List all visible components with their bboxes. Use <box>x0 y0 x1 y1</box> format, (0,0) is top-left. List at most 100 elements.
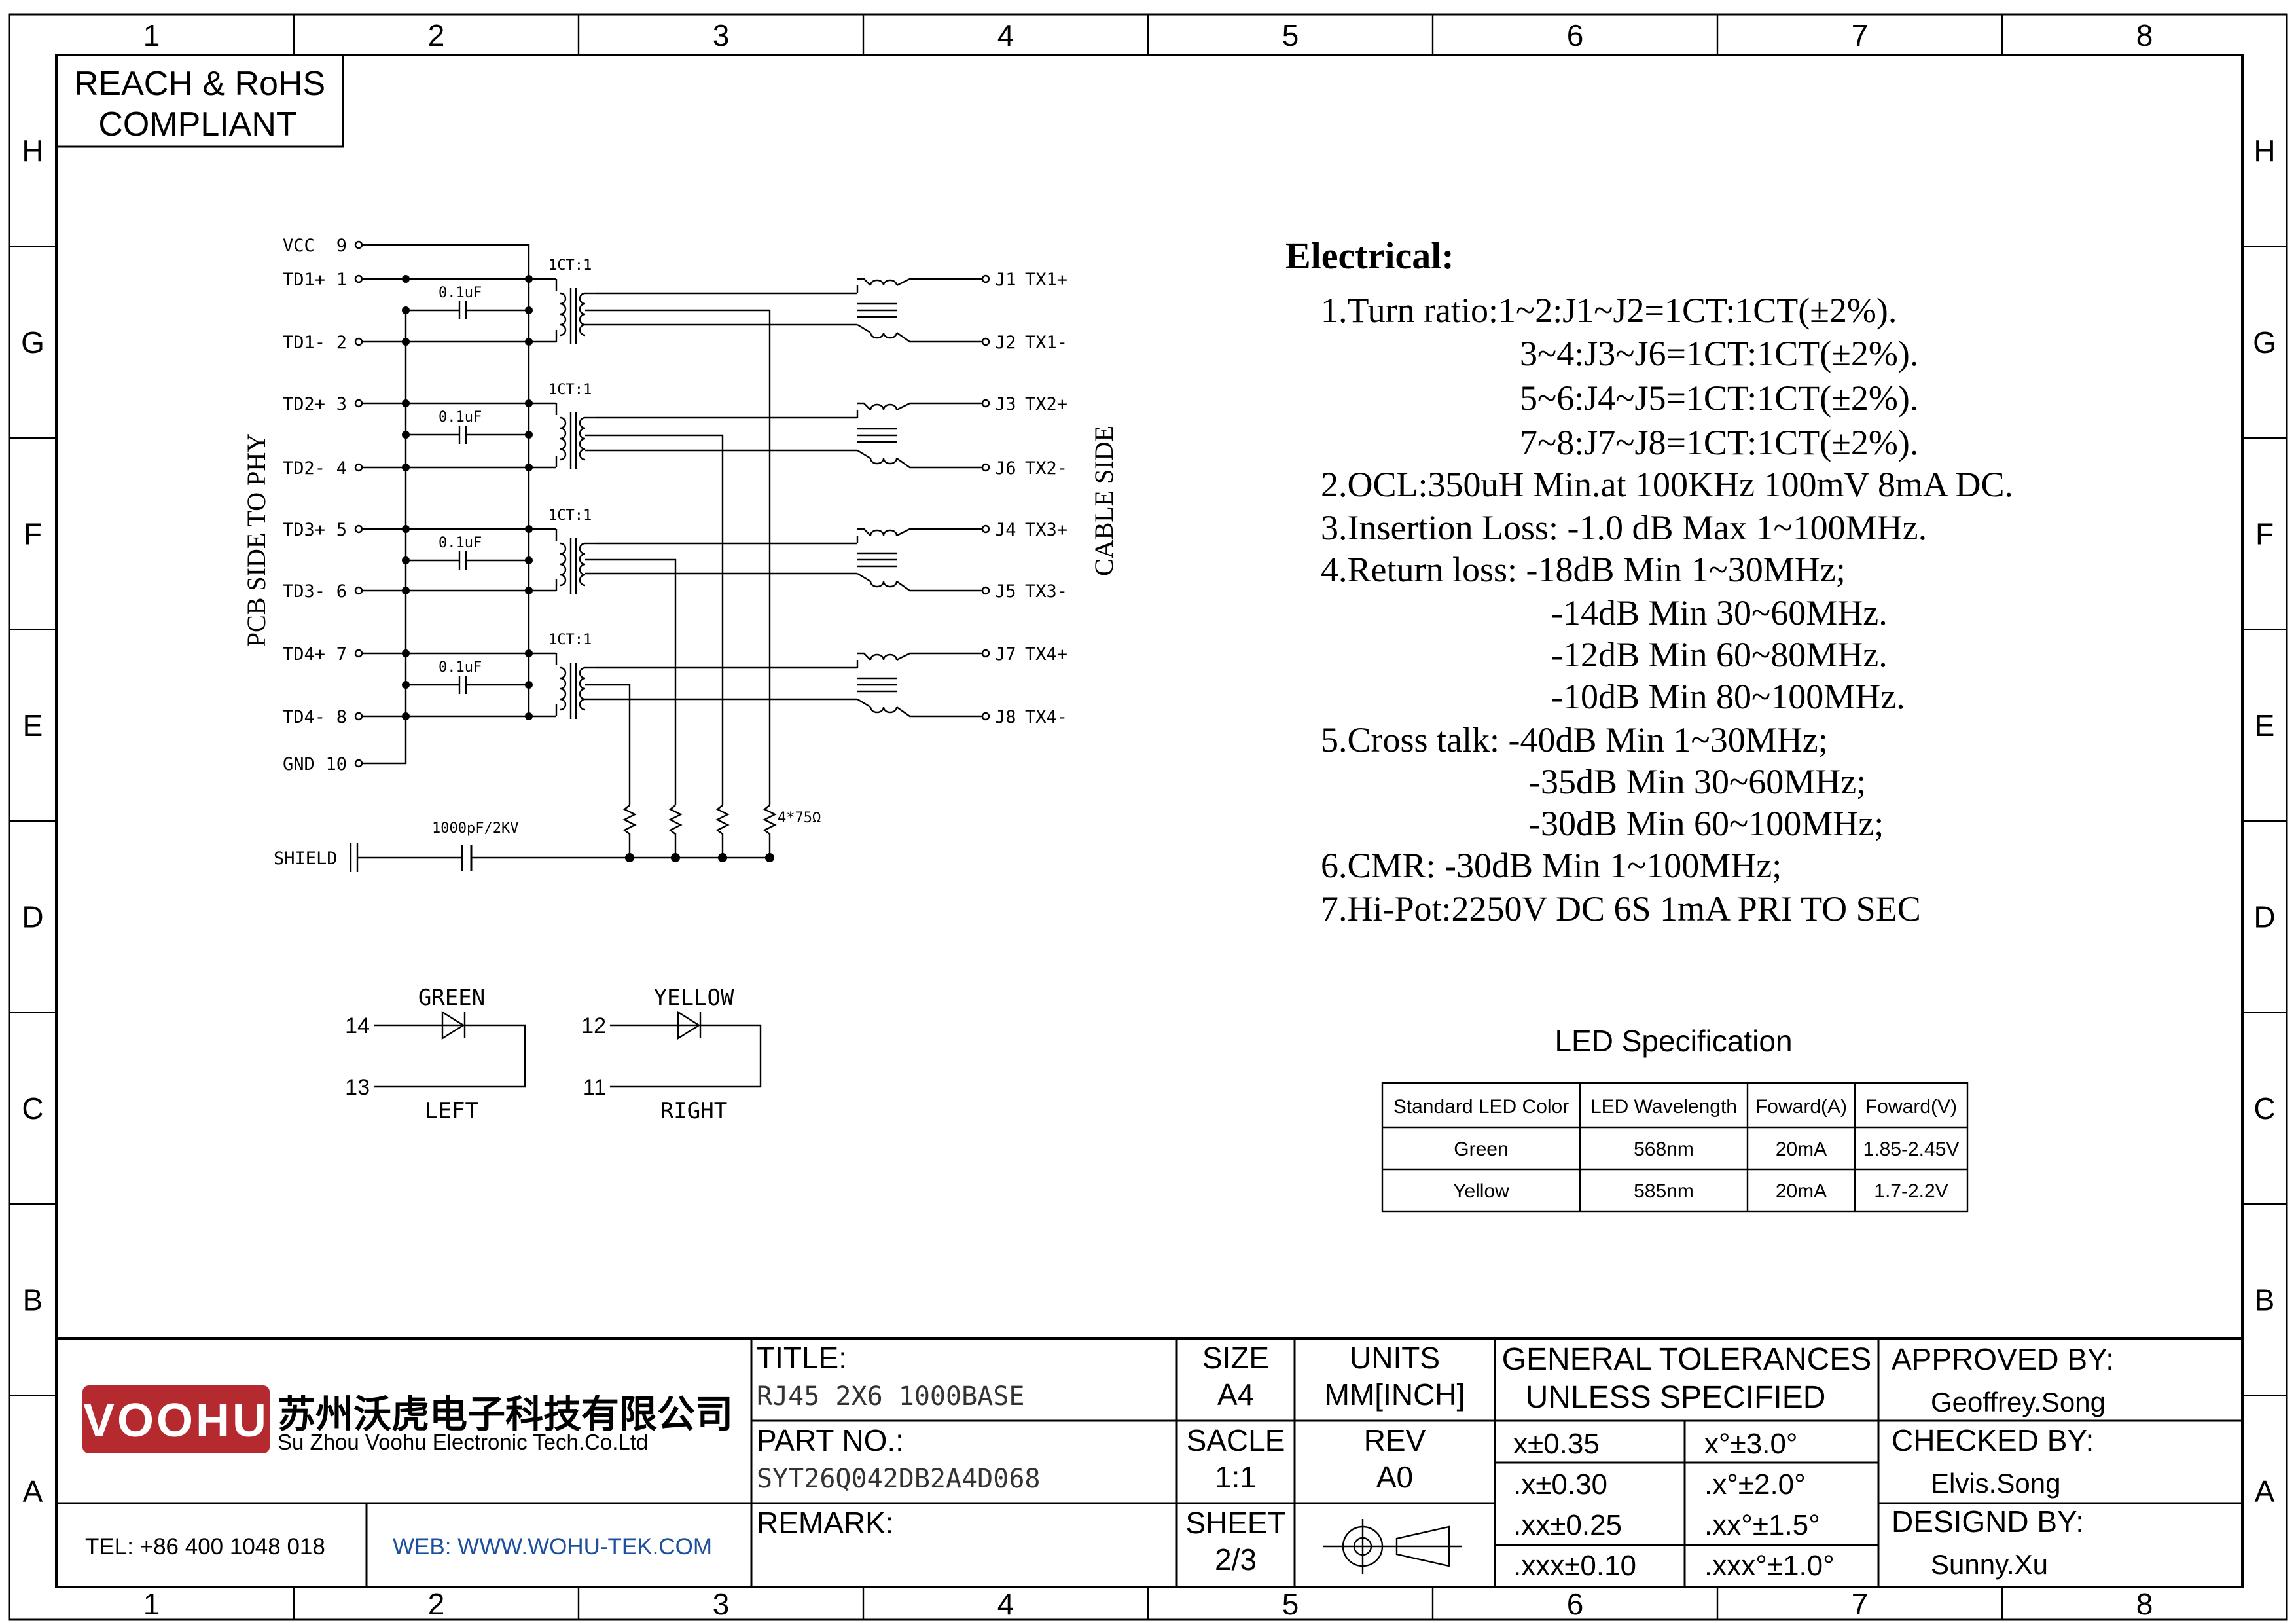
column-marker-bottom: 2 <box>428 1587 445 1621</box>
table-cell: 1.7-2.2V <box>1874 1180 1948 1202</box>
pin-id: J4 <box>995 520 1016 540</box>
row-marker-left: H <box>22 134 43 168</box>
pin-label: TD4+ <box>283 644 325 665</box>
ratio-label: 1CT:1 <box>548 257 592 274</box>
capacitor-label: 0.1uF <box>439 535 482 551</box>
pin-signal: TX2+ <box>1025 394 1067 414</box>
web-link[interactable]: WEB: WWW.WOHU-TEK.COM <box>393 1534 712 1559</box>
junction-dot <box>525 338 533 346</box>
shield-cap-label: 1000pF/2KV <box>432 820 518 837</box>
scale-value: 1:1 <box>1215 1460 1257 1494</box>
part-label: PART NO.: <box>757 1423 904 1457</box>
electrical-line: 1.Turn ratio:1~2:J1~J2=1CT:1CT(±2%). <box>1321 291 1897 330</box>
table-cell: 20mA <box>1776 1180 1827 1202</box>
pin-terminal <box>354 759 363 768</box>
pin-number: 7 <box>336 644 347 665</box>
electrical-line: 3.Insertion Loss: -1.0 dB Max 1~100MHz. <box>1321 508 1927 547</box>
row-marker-left: G <box>21 325 45 359</box>
column-marker-top: 7 <box>1852 18 1869 52</box>
junction-dot <box>402 399 410 407</box>
junction-dot <box>525 275 533 283</box>
pin-label: TD2+ <box>283 394 325 414</box>
electrical-line: -30dB Min 60~100MHz; <box>1529 804 1884 843</box>
column-marker-bottom: 8 <box>2136 1587 2153 1621</box>
shield-label: SHIELD <box>274 848 338 869</box>
junction-dot <box>402 306 410 314</box>
junction-dot <box>402 556 410 564</box>
rev-label: REV <box>1364 1423 1426 1457</box>
junction-dot <box>525 399 533 407</box>
junction-dot <box>402 681 410 689</box>
junction-dot <box>402 431 410 439</box>
column-marker-top: 3 <box>713 18 730 52</box>
column-marker-bottom: 4 <box>997 1587 1014 1621</box>
led-green-pin-b: 13 <box>345 1075 370 1100</box>
pin-label: GND <box>283 754 315 775</box>
electrical-line: 5~6:J4~J5=1CT:1CT(±2%). <box>1520 378 1918 418</box>
pin-number: 9 <box>336 236 347 256</box>
compliance-line-2: COMPLIANT <box>98 105 296 143</box>
pin-id: J1 <box>995 270 1016 290</box>
row-marker-right: B <box>2255 1283 2275 1317</box>
title-block: VOOHU 苏州沃虎电子科技有限公司 Su Zhou Voohu Electro… <box>56 1337 2242 1587</box>
pin-signal: TX4+ <box>1025 644 1067 665</box>
remark-label: REMARK: <box>757 1506 894 1540</box>
junction-dot <box>402 275 410 283</box>
column-marker-bottom: 6 <box>1567 1587 1584 1621</box>
transformer-icon <box>560 652 982 805</box>
row-marker-left: E <box>23 708 43 742</box>
pin-label: TD3+ <box>283 520 325 540</box>
ratio-label: 1CT:1 <box>548 382 592 398</box>
pin-id: J7 <box>995 644 1016 665</box>
column-marker-top: 5 <box>1282 18 1299 52</box>
column-marker-top: 6 <box>1567 18 1584 52</box>
pin-terminal <box>354 712 363 721</box>
electrical-line: -10dB Min 80~100MHz. <box>1551 677 1905 716</box>
checked-label: CHECKED BY: <box>1892 1423 2094 1457</box>
row-marker-left: D <box>22 900 43 934</box>
pin-number: 10 <box>325 754 347 775</box>
pin-terminal <box>981 399 990 408</box>
pcb-side-label: PCB SIDE TO PHY <box>242 433 271 647</box>
pin-signal: TX3+ <box>1025 520 1067 540</box>
pin-signal: TX1- <box>1025 333 1067 353</box>
table-cell: 585nm <box>1634 1180 1694 1202</box>
units-label: UNITS <box>1350 1341 1440 1375</box>
column-marker-bottom: 3 <box>713 1587 730 1621</box>
junction-dot <box>402 587 410 594</box>
junction-dot <box>525 431 533 439</box>
company-name-cn: 苏州沃虎电子科技有限公司 <box>278 1393 733 1436</box>
junction-dot <box>525 306 533 314</box>
row-marker-right: H <box>2253 134 2275 168</box>
rev-value: A0 <box>1376 1460 1413 1494</box>
led-yellow-pin-a: 12 <box>581 1013 606 1038</box>
size-value: A4 <box>1217 1377 1254 1412</box>
compliance-box: REACH & RoHS COMPLIANT <box>55 54 344 148</box>
pin-number: 8 <box>336 707 347 727</box>
shield-circuit: SHIELD 1000pF/2KV <box>274 820 770 872</box>
scale-label: SACLE <box>1187 1423 1285 1457</box>
column-marker-top: 2 <box>428 18 445 52</box>
table-header-cell: LED Wavelength <box>1590 1096 1737 1118</box>
tolerance-linear: .x±0.30 <box>1513 1468 1607 1501</box>
junction-dot <box>525 712 533 720</box>
pin-terminal <box>354 274 363 283</box>
termination-resistors <box>622 805 777 862</box>
pin-number: 3 <box>336 394 347 414</box>
approved-label: APPROVED BY: <box>1892 1342 2114 1376</box>
table-cell: Green <box>1454 1139 1508 1160</box>
row-marker-left: C <box>22 1091 43 1125</box>
pin-label: VCC <box>283 236 315 256</box>
pin-number: 5 <box>336 520 347 540</box>
pin-terminal <box>354 399 363 408</box>
size-label: SIZE <box>1202 1341 1269 1375</box>
pin-signal: TX2- <box>1025 458 1067 479</box>
led-yellow-pin-b: 11 <box>583 1075 606 1100</box>
led-yellow-side: RIGHT <box>660 1098 727 1124</box>
electrical-line: -12dB Min 60~80MHz. <box>1551 635 1888 674</box>
pin-id: J3 <box>995 394 1016 414</box>
